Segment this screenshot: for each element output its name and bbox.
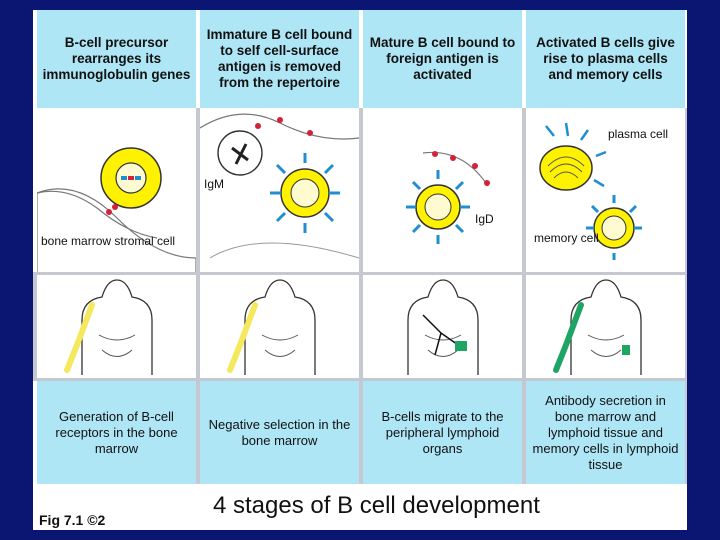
memory-cell-label: memory cell: [534, 231, 599, 245]
stage-3-header: Mature B cell bound to foreign antigen i…: [363, 10, 522, 108]
stage-3-caption: B-cells migrate to the peripheral lympho…: [363, 381, 522, 484]
bone-marrow-icon: [64, 302, 95, 373]
stage-1-caption: Generation of B-cell receptors in the bo…: [37, 381, 196, 484]
divider: [196, 108, 200, 484]
stage-3-body-diagram: [363, 275, 522, 381]
divider: [359, 108, 363, 484]
stage-3-column: Mature B cell bound to foreign antigen i…: [363, 10, 522, 484]
divider: [33, 275, 37, 381]
igd-label: IgD: [475, 212, 494, 226]
stage-1-header: B-cell precursor rearranges its immunogl…: [37, 10, 196, 108]
stage-1-body-diagram: [37, 275, 196, 381]
stage-2-header: Immature B cell bound to self cell-surfa…: [200, 10, 359, 108]
human-torso-icon: [244, 279, 316, 375]
stage-4-body-diagram: [526, 275, 685, 381]
stage-1-cell-illustration: bone marrow stromal cell: [36, 108, 197, 276]
stage-4-cell-illustration: plasma cell memory cell: [526, 108, 685, 275]
divider: [33, 378, 687, 381]
human-torso-icon: [81, 279, 153, 375]
plasma-cell-icon: [539, 145, 593, 191]
stage-4-column: Activated B cells give rise to plasma ce…: [526, 10, 685, 484]
plasma-cell-label: plasma cell: [608, 127, 668, 141]
bone-marrow-icon: [227, 302, 258, 373]
divider: [33, 272, 687, 275]
stage-2-column: Immature B cell bound to self cell-surfa…: [199, 10, 360, 484]
stage-1-column: B-cell precursor rearranges its immunogl…: [36, 10, 197, 484]
lymphoid-tissue-icon: [553, 302, 584, 373]
stage-2-caption: Negative selection in the bone marrow: [200, 381, 359, 484]
diagram-frame: B-cell precursor rearranges its immunogl…: [33, 10, 687, 530]
stage-4-caption: Antibody secretion in bone marrow and ly…: [526, 381, 685, 484]
figure-label: Fig 7.1 ©2: [39, 512, 106, 528]
stage-2-cell-illustration: IgM: [199, 108, 360, 275]
stage-4-header: Activated B cells give rise to plasma ce…: [526, 10, 685, 108]
stage-3-cell-illustration: IgD: [363, 108, 522, 275]
lymphoid-organ-icon: [455, 341, 467, 351]
igm-label: IgM: [204, 177, 224, 191]
divider: [522, 108, 526, 484]
divider: [685, 108, 687, 484]
human-torso-icon: [407, 279, 479, 375]
slide-caption: 4 stages of B cell development: [213, 489, 613, 523]
human-torso-icon: [570, 279, 642, 375]
stage-2-body-diagram: [200, 275, 359, 381]
stromal-label: bone marrow stromal cell: [41, 234, 175, 248]
